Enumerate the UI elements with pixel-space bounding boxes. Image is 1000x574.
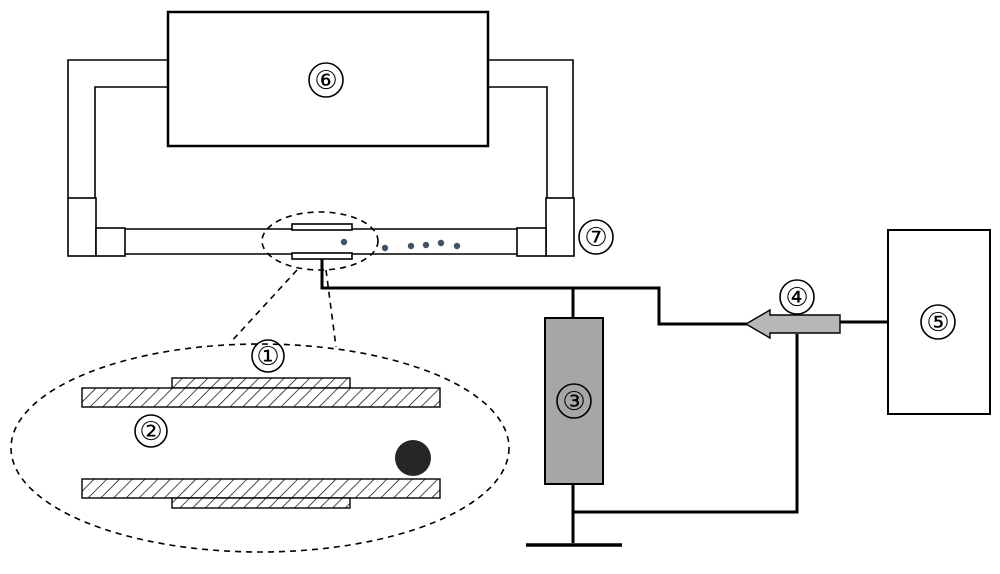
label-probe: ④: [785, 283, 808, 313]
circuit-wiring: [320, 259, 888, 543]
electrode-label: ①: [251, 339, 285, 373]
probe-arrow: ④: [744, 279, 841, 340]
pump-box: ⑥: [166, 10, 490, 148]
connector-label: ⑦: [578, 219, 614, 255]
particle-ball: [395, 440, 431, 476]
detail-callout: [10, 211, 510, 553]
elbow-connector-right: [516, 197, 575, 257]
elbow-connector-left: [67, 197, 126, 257]
label-instrument: ⑤: [926, 308, 949, 338]
resistor: ③: [544, 317, 604, 485]
instrument-box: ⑤: [887, 229, 991, 415]
label-tube: ②: [139, 417, 162, 447]
label-resistor: ③: [562, 387, 585, 417]
label-pump: ⑥: [314, 66, 337, 96]
tube-label: ②: [134, 414, 168, 448]
label-electrode: ①: [256, 342, 279, 372]
particles: [340, 238, 461, 252]
label-connector: ⑦: [584, 223, 607, 253]
tube-detail: [81, 377, 441, 509]
